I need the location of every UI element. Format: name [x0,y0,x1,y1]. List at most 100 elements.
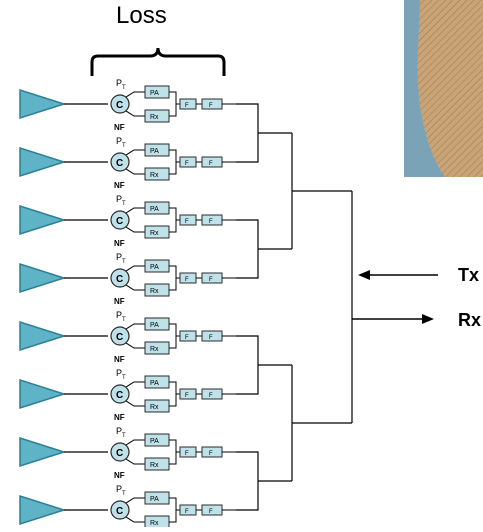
join-path [169,439,177,465]
rx-label: Rx [150,346,159,353]
antenna-icon [19,436,67,468]
circulator-label: C [116,158,123,169]
join-path [169,265,177,291]
ptr-label: P [116,252,122,262]
loss-title: Loss [116,2,167,29]
pa-path [125,323,145,330]
pa-label: PA [150,90,159,97]
pa-label: PA [150,206,159,213]
circulator-icon [110,500,130,520]
antenna-icon [19,146,67,178]
ptr-sub-label: T [122,317,126,323]
filter-b-label: F [209,509,213,515]
ptr-sub-label: T [122,143,126,149]
antenna-icon [19,262,67,294]
filter-b-label: F [209,393,213,399]
loss-bracket [90,47,226,76]
ptr-label: P [116,194,122,204]
nf-label: NF [114,355,125,364]
circulator-label: C [116,274,123,285]
antenna-icon [19,320,67,352]
antenna-icon [19,494,67,526]
ptr-sub-label: T [122,85,126,91]
antenna-icon [19,204,67,236]
rx-path [125,168,145,175]
circulator-icon [110,94,130,114]
pa-label: PA [150,322,159,329]
join-path [169,323,177,349]
circulator-label: C [116,332,123,343]
combiner-stage1-3 [236,335,259,395]
pa-label: PA [150,380,159,387]
filter-b-label: F [209,451,213,457]
circulator-icon [110,210,130,230]
pa-label: PA [150,496,159,503]
combiner-stage1-4 [236,451,259,511]
circulator-icon [110,152,130,172]
pa-path [125,265,145,272]
join-path [169,497,177,523]
ptr-label: P [116,310,122,320]
filter-b-label: F [209,161,213,167]
filter-a-label: F [185,335,189,341]
circulator-label: C [116,390,123,401]
ptr-sub-label: T [122,201,126,207]
pa-path [125,149,145,156]
circulator-label: C [116,216,123,227]
rx-label: Rx [150,404,159,411]
nf-label: NF [114,413,125,422]
rx-label: Rx [150,288,159,295]
ptr-sub-label: T [122,259,126,265]
filter-a-label: F [185,161,189,167]
circulator-label: C [116,506,123,517]
ptr-label: P [116,426,122,436]
circulator-icon [110,384,130,404]
ptr-sub-label: T [122,375,126,381]
combiner-stage1-1 [236,103,259,163]
nf-label: NF [114,297,125,306]
ptr-label: P [116,78,122,88]
rx-path [125,400,145,407]
pa-path [125,497,145,504]
rx-arrow [352,314,434,324]
join-path [169,91,177,117]
filter-b-label: F [209,335,213,341]
rx-label: Rx [150,520,159,527]
filter-b-label: F [209,277,213,283]
nf-label: NF [114,239,125,248]
ptr-label: P [116,368,122,378]
filter-b-label: F [209,219,213,225]
rx-label: Rx [150,462,159,469]
rx-path [125,226,145,233]
pa-path [125,381,145,388]
combiner-stage1-2 [236,219,259,279]
rx-path [125,516,145,523]
combiner-network [236,103,353,511]
filter-a-label: F [185,103,189,109]
circulator-icon [110,268,130,288]
rx-path [125,342,145,349]
pa-label: PA [150,264,159,271]
rx-label: Rx [150,172,159,179]
nf-label: NF [114,181,125,190]
antenna-icon [19,88,67,120]
filter-a-label: F [185,509,189,515]
rx-path [125,110,145,117]
tx-arrow [358,270,438,280]
rx-path [125,284,145,291]
ptr-sub-label: T [122,433,126,439]
join-path [169,381,177,407]
rx-label: Rx [150,230,159,237]
circulator-label: C [116,100,123,111]
pa-path [125,91,145,98]
filter-a-label: F [185,393,189,399]
ptr-sub-label: T [122,491,126,497]
circulator-label: C [116,448,123,459]
